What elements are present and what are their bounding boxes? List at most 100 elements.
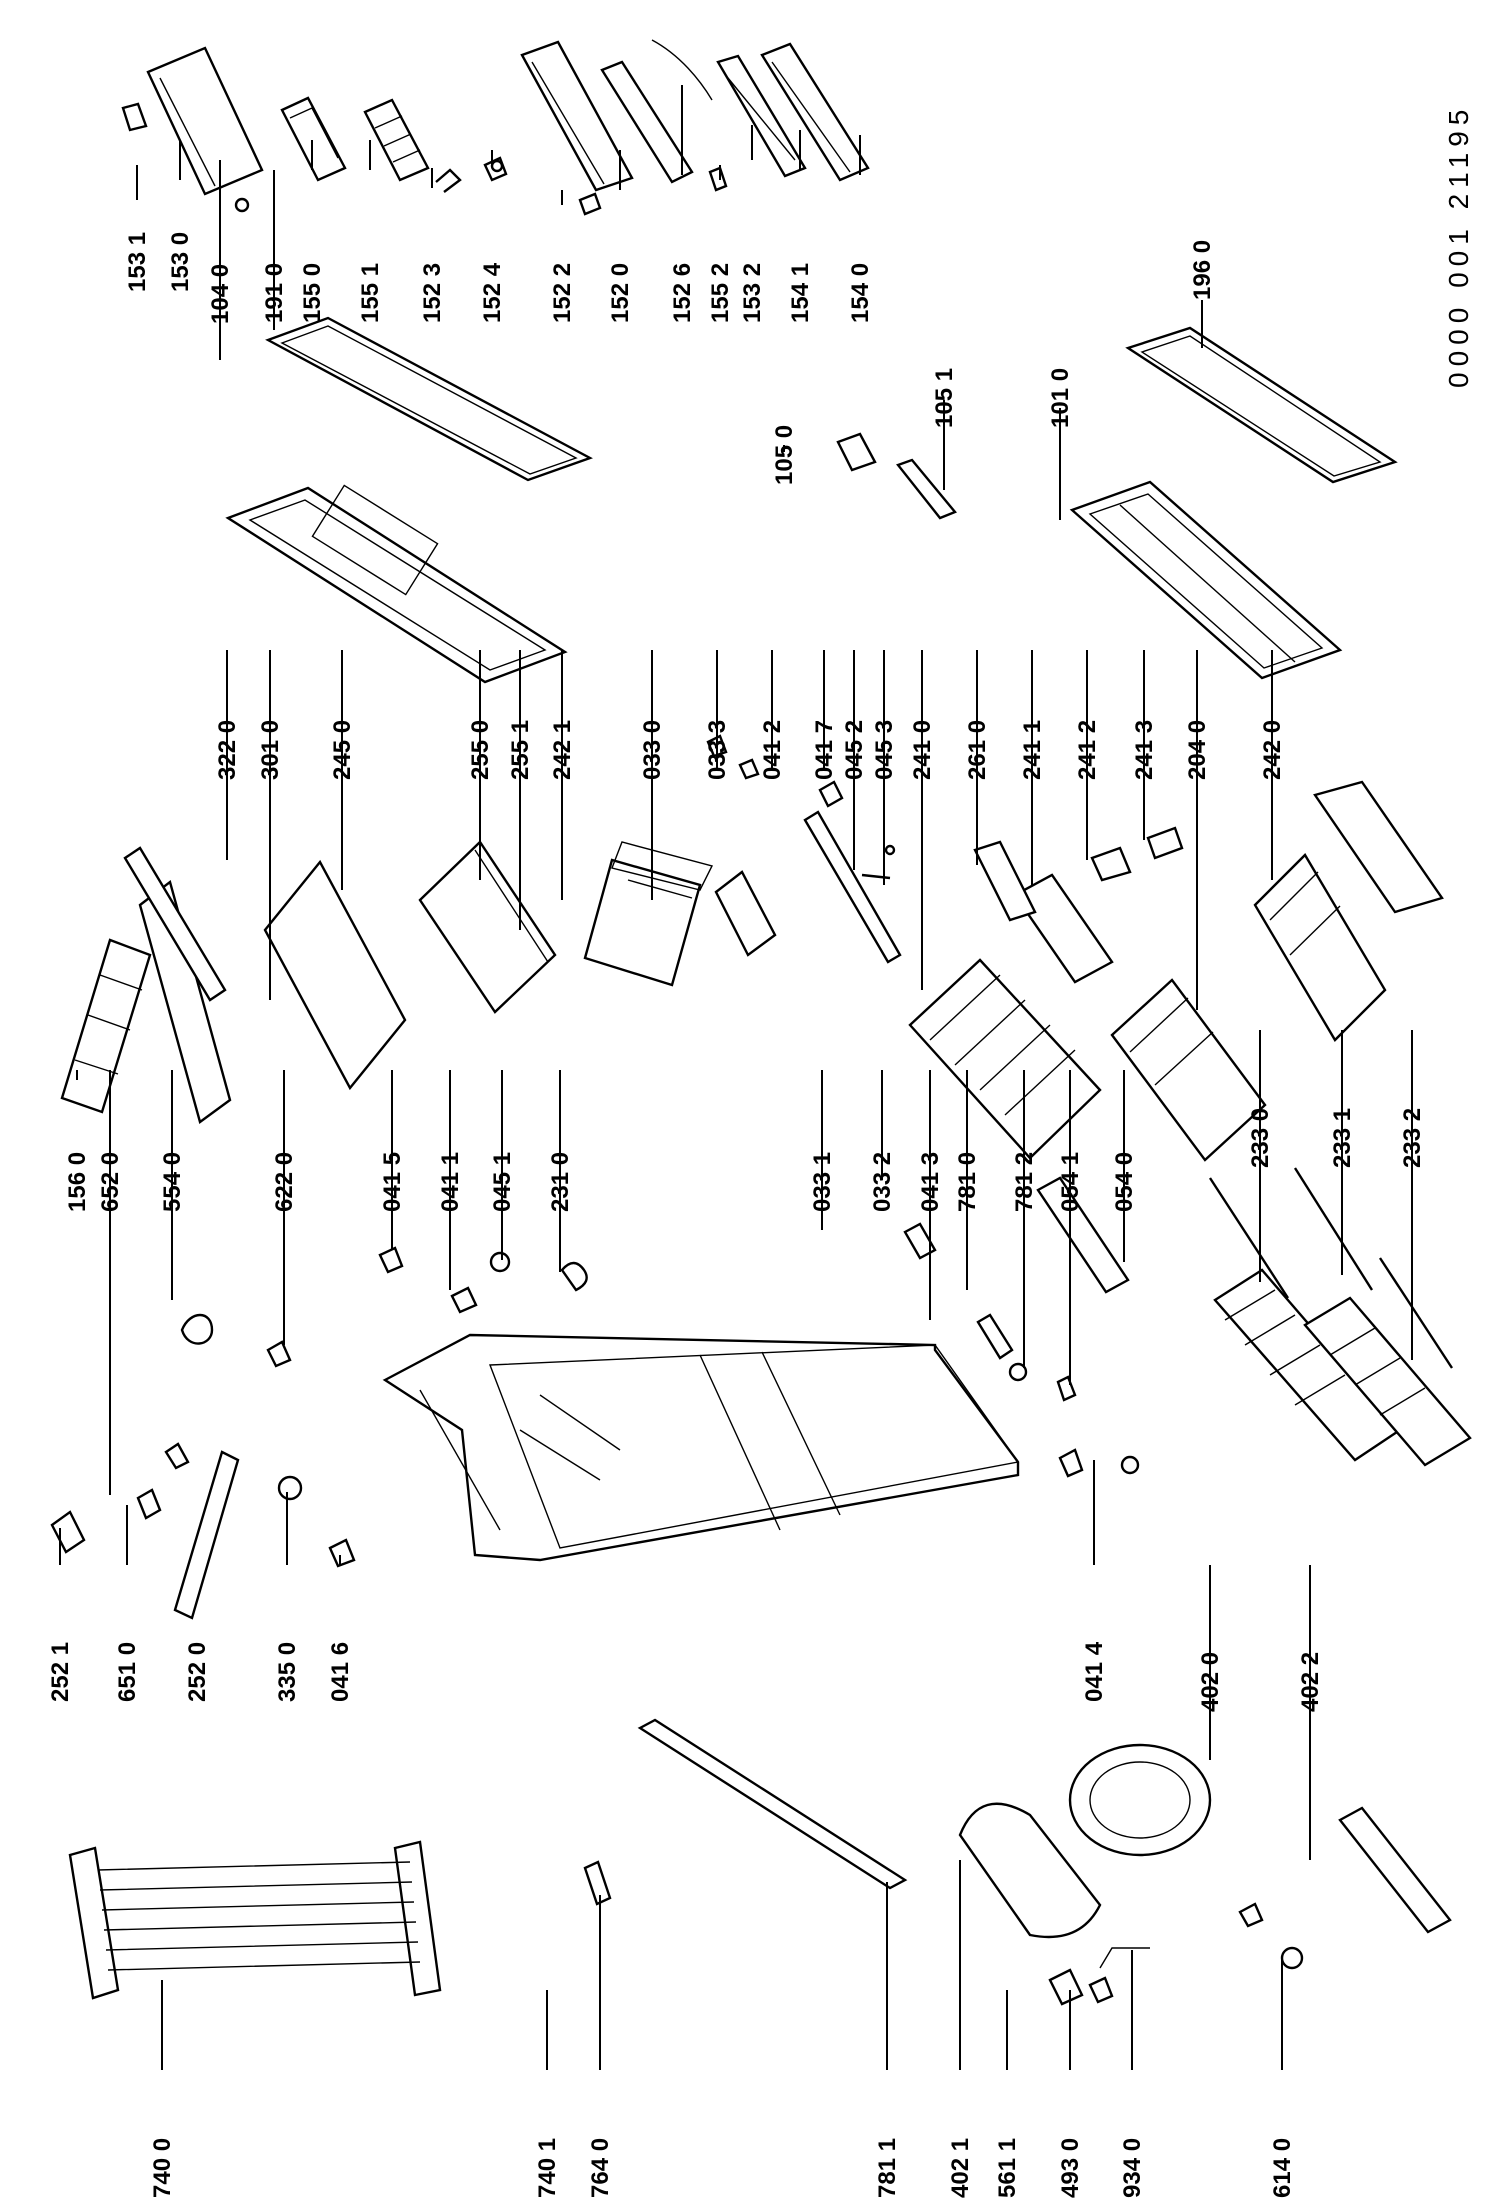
label-154-1: 154 1: [787, 263, 814, 323]
rail-322-0-drawing: [123, 846, 227, 1002]
label-781-1: 781 1: [874, 2138, 901, 2198]
label-233-1: 233 1: [1329, 1108, 1356, 1168]
label-255-0: 255 0: [467, 720, 494, 780]
label-153-1: 153 1: [124, 232, 151, 292]
label-301-0: 301 0: [257, 720, 284, 780]
label-242-1: 242 1: [549, 720, 576, 780]
rack-153-2-drawing: [716, 54, 807, 178]
label-196-0: 196 0: [1189, 240, 1216, 300]
label-233-2: 233 2: [1399, 1108, 1426, 1168]
clip-155-2-drawing: [708, 166, 728, 192]
label-045-2: 045 2: [841, 720, 868, 780]
callout-labels: 153 1 153 0 104 0 191 0 155 0 155 1 152 …: [47, 232, 1426, 2198]
label-155-2: 155 2: [707, 263, 734, 323]
label-033-0: 033 0: [639, 720, 666, 780]
label-153-0: 153 0: [167, 232, 194, 292]
tube-781-1-drawing: [637, 1718, 908, 1890]
label-041-6: 041 6: [327, 1642, 354, 1702]
label-041-4: 041 4: [1081, 1641, 1108, 1702]
label-054-0: 054 0: [1111, 1152, 1138, 1212]
label-261-0: 261 0: [964, 720, 991, 780]
label-241-3: 241 3: [1131, 720, 1158, 780]
box-155-0-drawing: [280, 96, 347, 182]
label-152-4: 152 4: [479, 262, 506, 323]
shelf-152-6-drawing: [600, 39, 713, 184]
label-402-2: 402 2: [1297, 1652, 1324, 1712]
label-241-0: 241 0: [909, 720, 936, 780]
label-041-3: 041 3: [917, 1152, 944, 1212]
label-322-0: 322 0: [214, 720, 241, 780]
label-233-0: 233 0: [1247, 1108, 1274, 1168]
label-155-0: 155 0: [299, 263, 326, 323]
label-033-1: 033 1: [809, 1152, 836, 1212]
label-033-3: 033 3: [704, 720, 731, 780]
label-934-0: 934 0: [1119, 2138, 1146, 2198]
label-740-0: 740 0: [149, 2138, 176, 2198]
shelf-255-0-drawing: [418, 840, 557, 1014]
label-041-5: 041 5: [379, 1152, 406, 1212]
label-252-1: 252 1: [47, 1642, 74, 1702]
base-402-1-drawing: [958, 1802, 1102, 1939]
label-241-2: 241 2: [1074, 720, 1101, 780]
label-554-0: 554 0: [159, 1152, 186, 1212]
clip-764-0-drawing: [583, 1860, 612, 1906]
small-hardware-drawing: [378, 734, 1184, 1478]
door-101-0-drawing: [1069, 480, 1343, 680]
label-402-1: 402 1: [947, 2138, 974, 2198]
label-156-0: 156 0: [64, 1152, 91, 1212]
label-152-3: 152 3: [419, 263, 446, 323]
label-045-1: 045 1: [489, 1152, 516, 1212]
clip-033-0-drawing: [714, 870, 777, 957]
label-152-0: 152 0: [607, 263, 634, 323]
label-033-2: 033 2: [869, 1152, 896, 1212]
drawer-242-1-drawing: [583, 841, 714, 987]
hinge-105-1-drawing: [896, 458, 957, 520]
panel-301-0-drawing: [138, 879, 232, 1124]
label-154-0: 154 0: [847, 263, 874, 323]
hinge-152-4-drawing: [483, 156, 508, 182]
clips-614-0-drawing: [1238, 1902, 1304, 1970]
label-622-0: 622 0: [271, 1152, 298, 1212]
label-152-2: 152 2: [549, 263, 576, 323]
label-255-1: 255 1: [507, 720, 534, 780]
clip-152-3-drawing: [435, 168, 462, 193]
label-045-3: 045 3: [871, 720, 898, 780]
label-204-0: 204 0: [1184, 720, 1211, 780]
base-plate-402-2-drawing: [1338, 1806, 1452, 1934]
label-101-0: 101 0: [1047, 368, 1074, 428]
cover-493-0-drawing: [1088, 1976, 1114, 2004]
label-245-0: 245 0: [329, 720, 356, 780]
bar-033-2-drawing: [803, 810, 902, 964]
label-105-0: 105 0: [771, 425, 798, 485]
label-651-0: 651 0: [114, 1642, 141, 1702]
label-054-1: 054 1: [1057, 1152, 1084, 1212]
label-740-1: 740 1: [534, 2138, 561, 2198]
label-104-0: 104 0: [207, 264, 234, 324]
rack-154-0-drawing: [760, 42, 870, 182]
shelf-245-0-drawing: [263, 859, 407, 1091]
door-gasket-191-0-drawing: [265, 316, 593, 482]
basket-242-0-drawing: [1253, 853, 1387, 1042]
label-152-6: 152 6: [669, 263, 696, 323]
label-493-0: 493 0: [1057, 2138, 1084, 2198]
front-241-1-drawing: [1013, 873, 1114, 984]
door-104-0-drawing: [225, 484, 568, 684]
label-105-1: 105 1: [931, 368, 958, 428]
basket-241-0-drawing: [908, 958, 1102, 1160]
condenser-740-0-drawing: [68, 1840, 442, 2000]
door-rack-153-0-drawing: [121, 46, 264, 213]
label-764-0: 764 0: [587, 2138, 614, 2198]
label-191-0: 191 0: [261, 263, 288, 323]
label-561-1: 561 1: [994, 2138, 1021, 2198]
door-rack-152-0-drawing: [520, 40, 634, 216]
front-242-0-drawing: [1313, 780, 1444, 914]
bars-233-drawing: [1208, 1167, 1454, 1369]
label-335-0: 335 0: [274, 1642, 301, 1702]
cabinet-drawing: [382, 1333, 1020, 1562]
label-402-0: 402 0: [1197, 1652, 1224, 1712]
basket-204-0-drawing: [1110, 978, 1267, 1162]
label-231-0: 231 0: [547, 1152, 574, 1212]
ice-tray-155-1-drawing: [363, 98, 430, 182]
compressor-402-0-drawing: [1068, 1743, 1212, 1857]
label-242-0: 242 0: [1259, 720, 1286, 780]
